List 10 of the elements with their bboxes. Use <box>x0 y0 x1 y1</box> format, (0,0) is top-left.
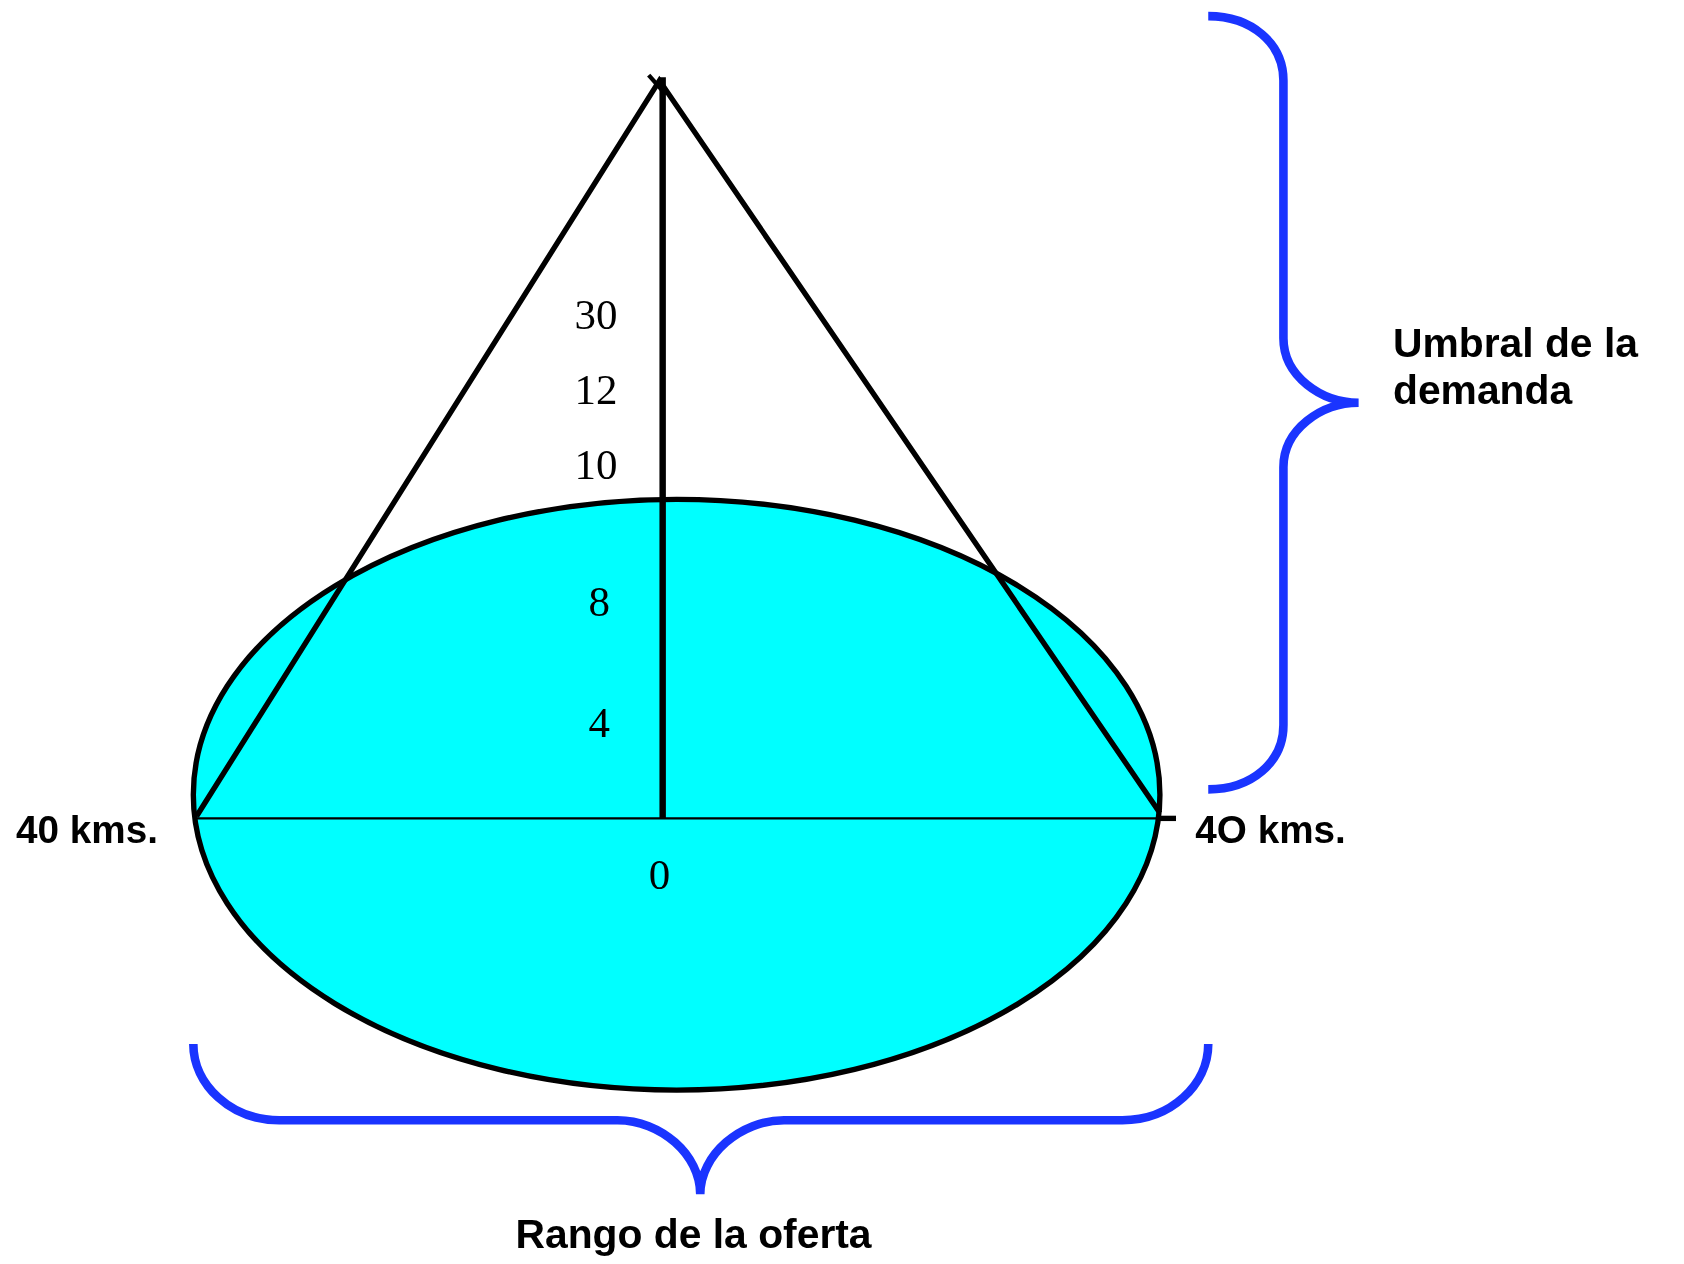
bracket-label: Rango de la oferta <box>515 1211 872 1259</box>
bracket-label: Umbral de la demanda <box>1393 320 1640 414</box>
scale-number: 30 <box>574 290 618 340</box>
scale-number: 10 <box>574 440 618 490</box>
distance-label: 4O kms. <box>1195 807 1346 853</box>
distance-label: 40 kms. <box>16 807 158 853</box>
scale-number: 12 <box>574 365 618 415</box>
scale-number: 8 <box>588 577 611 628</box>
scale-number: 4 <box>588 698 611 748</box>
scale-number: 0 <box>648 850 671 900</box>
